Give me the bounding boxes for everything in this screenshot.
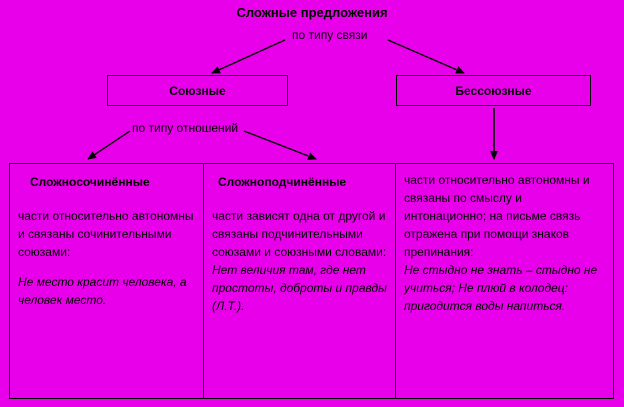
column-heading: Сложносочинённые [30,175,150,189]
node-union: Союзные [107,75,288,106]
column-description: части зависят одна от другой и связаны п… [212,209,387,259]
column-heading: Сложноподчинённые [218,175,347,189]
types-table: Сложносочинённые части относительно авто… [9,163,614,399]
column-example: Нет величия там, где нет простоты, добро… [212,263,387,313]
column-complex: Сложноподчинённые части зависят одна от … [203,164,395,398]
node-nonunion: Бессоюзные [396,75,591,106]
column-example: Не стыдно не знать – стыдно не учиться; … [404,263,598,313]
column-asyndetic: части относительно автономны и связаны п… [395,164,613,398]
arrow-to-compound [87,130,131,160]
column-compound: Сложносочинённые части относительно авто… [10,164,203,398]
column-description: части относительно автономны и связаны с… [18,209,194,259]
label-by-relation: по типу отношений [132,121,239,135]
column-description: части относительно автономны и связаны п… [404,173,590,259]
label-by-connection: по типу связи [292,28,368,42]
diagram-title: Сложные предложения [236,5,388,20]
arrow-to-complex [243,130,317,160]
arrow-to-union [211,39,286,74]
column-example: Не место красит человека, а человек мест… [18,275,187,307]
arrow-to-nonunion [387,39,465,74]
